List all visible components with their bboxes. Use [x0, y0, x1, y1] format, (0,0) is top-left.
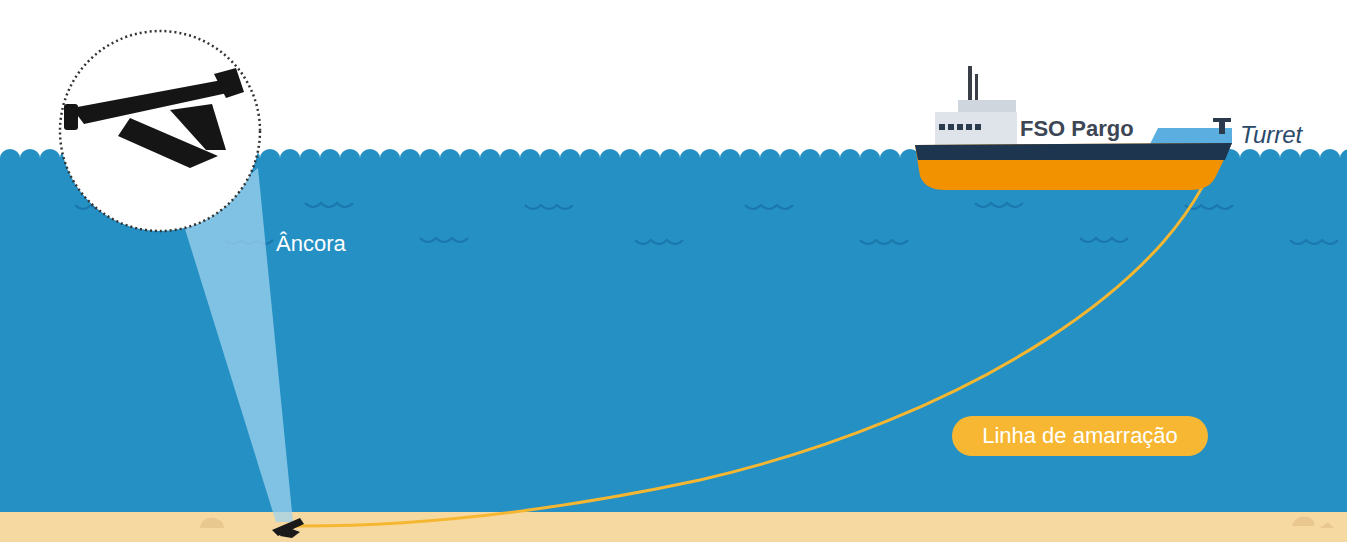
rock	[1292, 516, 1314, 526]
ship-name: FSO Pargo	[1020, 116, 1134, 142]
anchor-symbol	[272, 518, 304, 538]
rock	[200, 518, 224, 528]
ship	[915, 66, 1232, 190]
anchor-image	[64, 68, 244, 168]
inset-circle	[60, 31, 260, 231]
pill-text: Linha de amarração	[982, 423, 1178, 449]
seabed	[0, 512, 1347, 542]
part-name: Âncora	[276, 231, 346, 257]
part-name: Turret	[1240, 121, 1302, 150]
label-pill: Linha de amarração	[952, 416, 1208, 456]
mooring-line	[290, 135, 1222, 526]
rock	[1320, 522, 1334, 528]
